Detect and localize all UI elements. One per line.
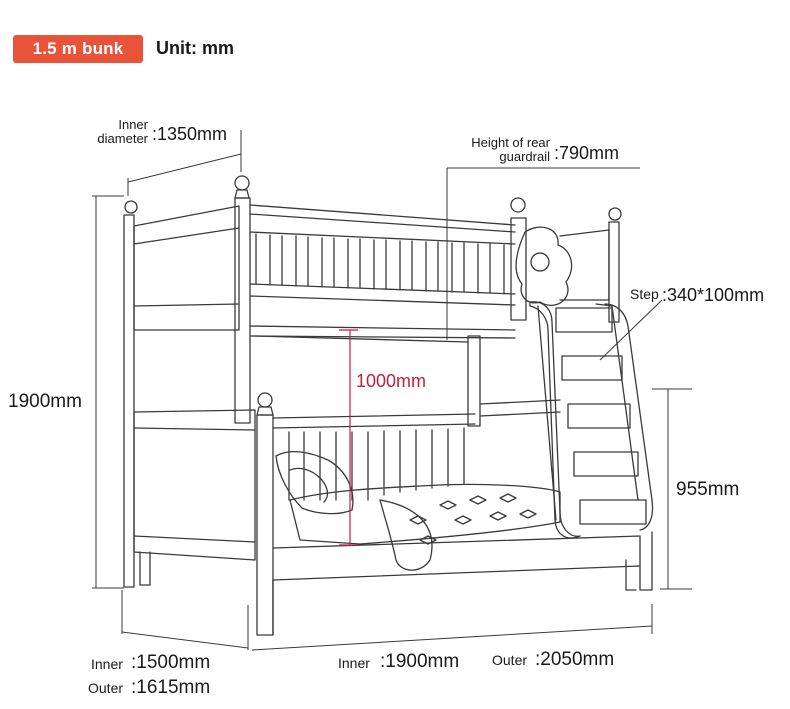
right-upper-post	[510, 197, 527, 321]
inner-diameter-label-line2: diameter	[97, 131, 148, 146]
width-inner-label: Inner	[91, 656, 123, 672]
clearance-value: 1000mm	[356, 371, 427, 391]
left-rear-post	[123, 200, 138, 588]
rear-guardrail-value: :790mm	[554, 143, 620, 163]
front-left-lower-post	[256, 392, 274, 636]
pillow	[275, 450, 354, 515]
width-outer-label: Outer	[88, 680, 124, 696]
length-inner-label: Inner	[338, 655, 370, 671]
rear-guardrail-label-line2: guardrail	[499, 149, 550, 164]
width-inner-value: :1500mm	[131, 652, 211, 673]
inner-diameter-label: Inner diameter	[92, 118, 148, 146]
inner-diameter-dimension	[127, 130, 242, 196]
inner-diameter-label-line1: Inner	[118, 117, 148, 132]
clearance-dimension	[339, 329, 358, 546]
rear-guardrail-label: Height of rear guardrail	[452, 136, 550, 164]
lower-bed-base	[272, 531, 653, 636]
total-height-value: 1900mm	[8, 391, 82, 412]
step-label: Step	[630, 286, 659, 302]
step-value: :340*100mm	[662, 285, 765, 305]
length-inner-value: :1900mm	[380, 651, 460, 672]
length-outer-value: :2050mm	[535, 649, 615, 670]
upper-side-panel	[133, 205, 240, 331]
rear-guardrail-label-line1: Height of rear	[471, 135, 550, 150]
inner-diameter-value: :1350mm	[152, 124, 228, 144]
upper-guardrail	[249, 204, 516, 339]
unit-label: Unit: mm	[156, 38, 234, 58]
width-dimension	[121, 590, 249, 650]
lower-side-panel	[133, 409, 256, 586]
rear-guardrail-dimension	[446, 167, 640, 340]
mattress-bedding	[289, 483, 561, 571]
ladder-height-value: 955mm	[676, 479, 740, 500]
ladder	[529, 301, 654, 539]
center-posts	[254, 335, 481, 427]
total-height-dimension	[92, 195, 124, 589]
product-badge: 1.5 m bunk	[13, 35, 143, 63]
width-outer-value: :1615mm	[131, 677, 211, 698]
length-outer-label: Outer	[492, 652, 528, 668]
front-left-upper-post	[234, 175, 251, 424]
ladder-height-dimension	[652, 388, 692, 590]
plush-toy	[515, 226, 573, 306]
length-dimension	[251, 604, 653, 651]
lower-guardrail	[272, 399, 561, 501]
step-leader	[599, 299, 663, 361]
